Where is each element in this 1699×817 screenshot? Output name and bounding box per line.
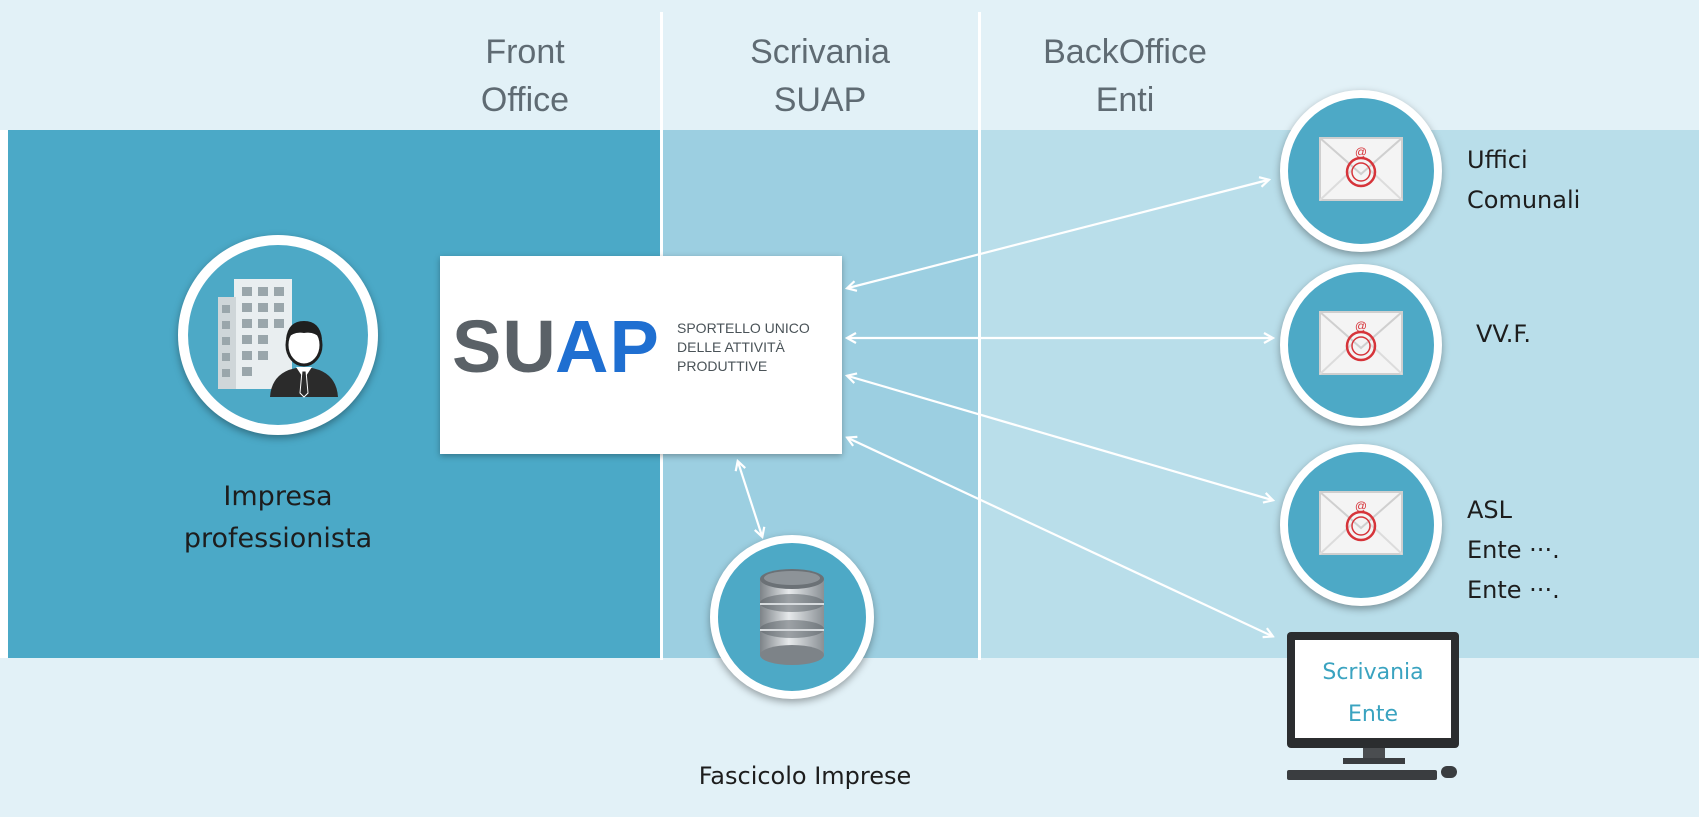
scrivania-ente-line1: Scrivania: [1322, 660, 1424, 685]
asl-circle: @: [1280, 444, 1442, 606]
impresa-label: Impresa professionista: [150, 476, 406, 560]
asl-label-line3: Ente ···.: [1467, 576, 1560, 604]
svg-text:@: @: [1355, 499, 1367, 513]
scrivania-ente-line2: Ente: [1347, 702, 1398, 727]
header-front-office-line1: Front: [485, 33, 565, 71]
fascicolo-label: Fascicolo Imprese: [698, 762, 912, 790]
arrow-suap-asl: [848, 376, 1272, 500]
vvf-circle: @: [1280, 264, 1442, 426]
impresa-circle-inner: [188, 245, 368, 425]
uffici-label: Uffici Comunali: [1467, 140, 1580, 220]
header-backoffice-line1: BackOffice: [1043, 33, 1207, 71]
top-band: [0, 0, 1699, 130]
fascicolo-circle: [710, 535, 874, 699]
impresa-circle: [178, 235, 378, 435]
asl-label-line2: Ente ···.: [1467, 536, 1560, 564]
asl-label: ASL Ente ···. Ente ···.: [1467, 490, 1560, 610]
scrivania-ente-label: Scrivania Ente: [1297, 652, 1449, 736]
svg-text:@: @: [1355, 145, 1367, 159]
suap-logo-ap: AP: [555, 305, 660, 388]
header-scrivania-suap-line2: SUAP: [773, 81, 867, 119]
uffici-circle: @: [1280, 90, 1442, 252]
database-icon: [760, 569, 824, 665]
header-backoffice-line2: Enti: [1095, 81, 1155, 119]
uffici-label-line2: Comunali: [1467, 186, 1581, 214]
impresa-label-line2: professionista: [183, 523, 373, 554]
svg-text:@: @: [1355, 319, 1367, 333]
arrow-suap-fascicolo: [738, 462, 762, 536]
suap-logo-subtitle-2: DELLE ATTIVITÀ: [677, 339, 785, 355]
vvf-label: VV.F.: [1476, 320, 1531, 348]
header-front-office: Front Office: [440, 28, 610, 124]
email-pec-icon: @: [1319, 137, 1403, 201]
asl-label-line1: ASL: [1467, 496, 1513, 524]
arrow-suap-uffici: [848, 180, 1268, 288]
email-pec-icon: @: [1319, 311, 1403, 375]
suap-logo-subtitle-1: SPORTELLO UNICO: [677, 320, 810, 336]
email-pec-icon: @: [1319, 491, 1403, 555]
header-backoffice: BackOffice Enti: [1020, 28, 1230, 124]
suap-logo-subtitle-3: PRODUTTIVE: [677, 358, 768, 374]
monitor-icon: [1287, 632, 1459, 780]
header-scrivania-suap-line1: Scrivania: [750, 33, 890, 71]
suap-logo-su: SU: [452, 305, 557, 388]
uffici-label-line1: Uffici: [1467, 146, 1528, 174]
office-worker-icon: [218, 279, 338, 398]
header-scrivania-suap: Scrivania SUAP: [720, 28, 920, 124]
impresa-label-line1: Impresa: [223, 481, 333, 512]
header-front-office-line2: Office: [480, 81, 570, 119]
arrow-suap-scrivania-ente: [848, 438, 1272, 636]
suap-logo-box: SU AP SPORTELLO UNICO DELLE ATTIVITÀ PRO…: [440, 256, 842, 454]
